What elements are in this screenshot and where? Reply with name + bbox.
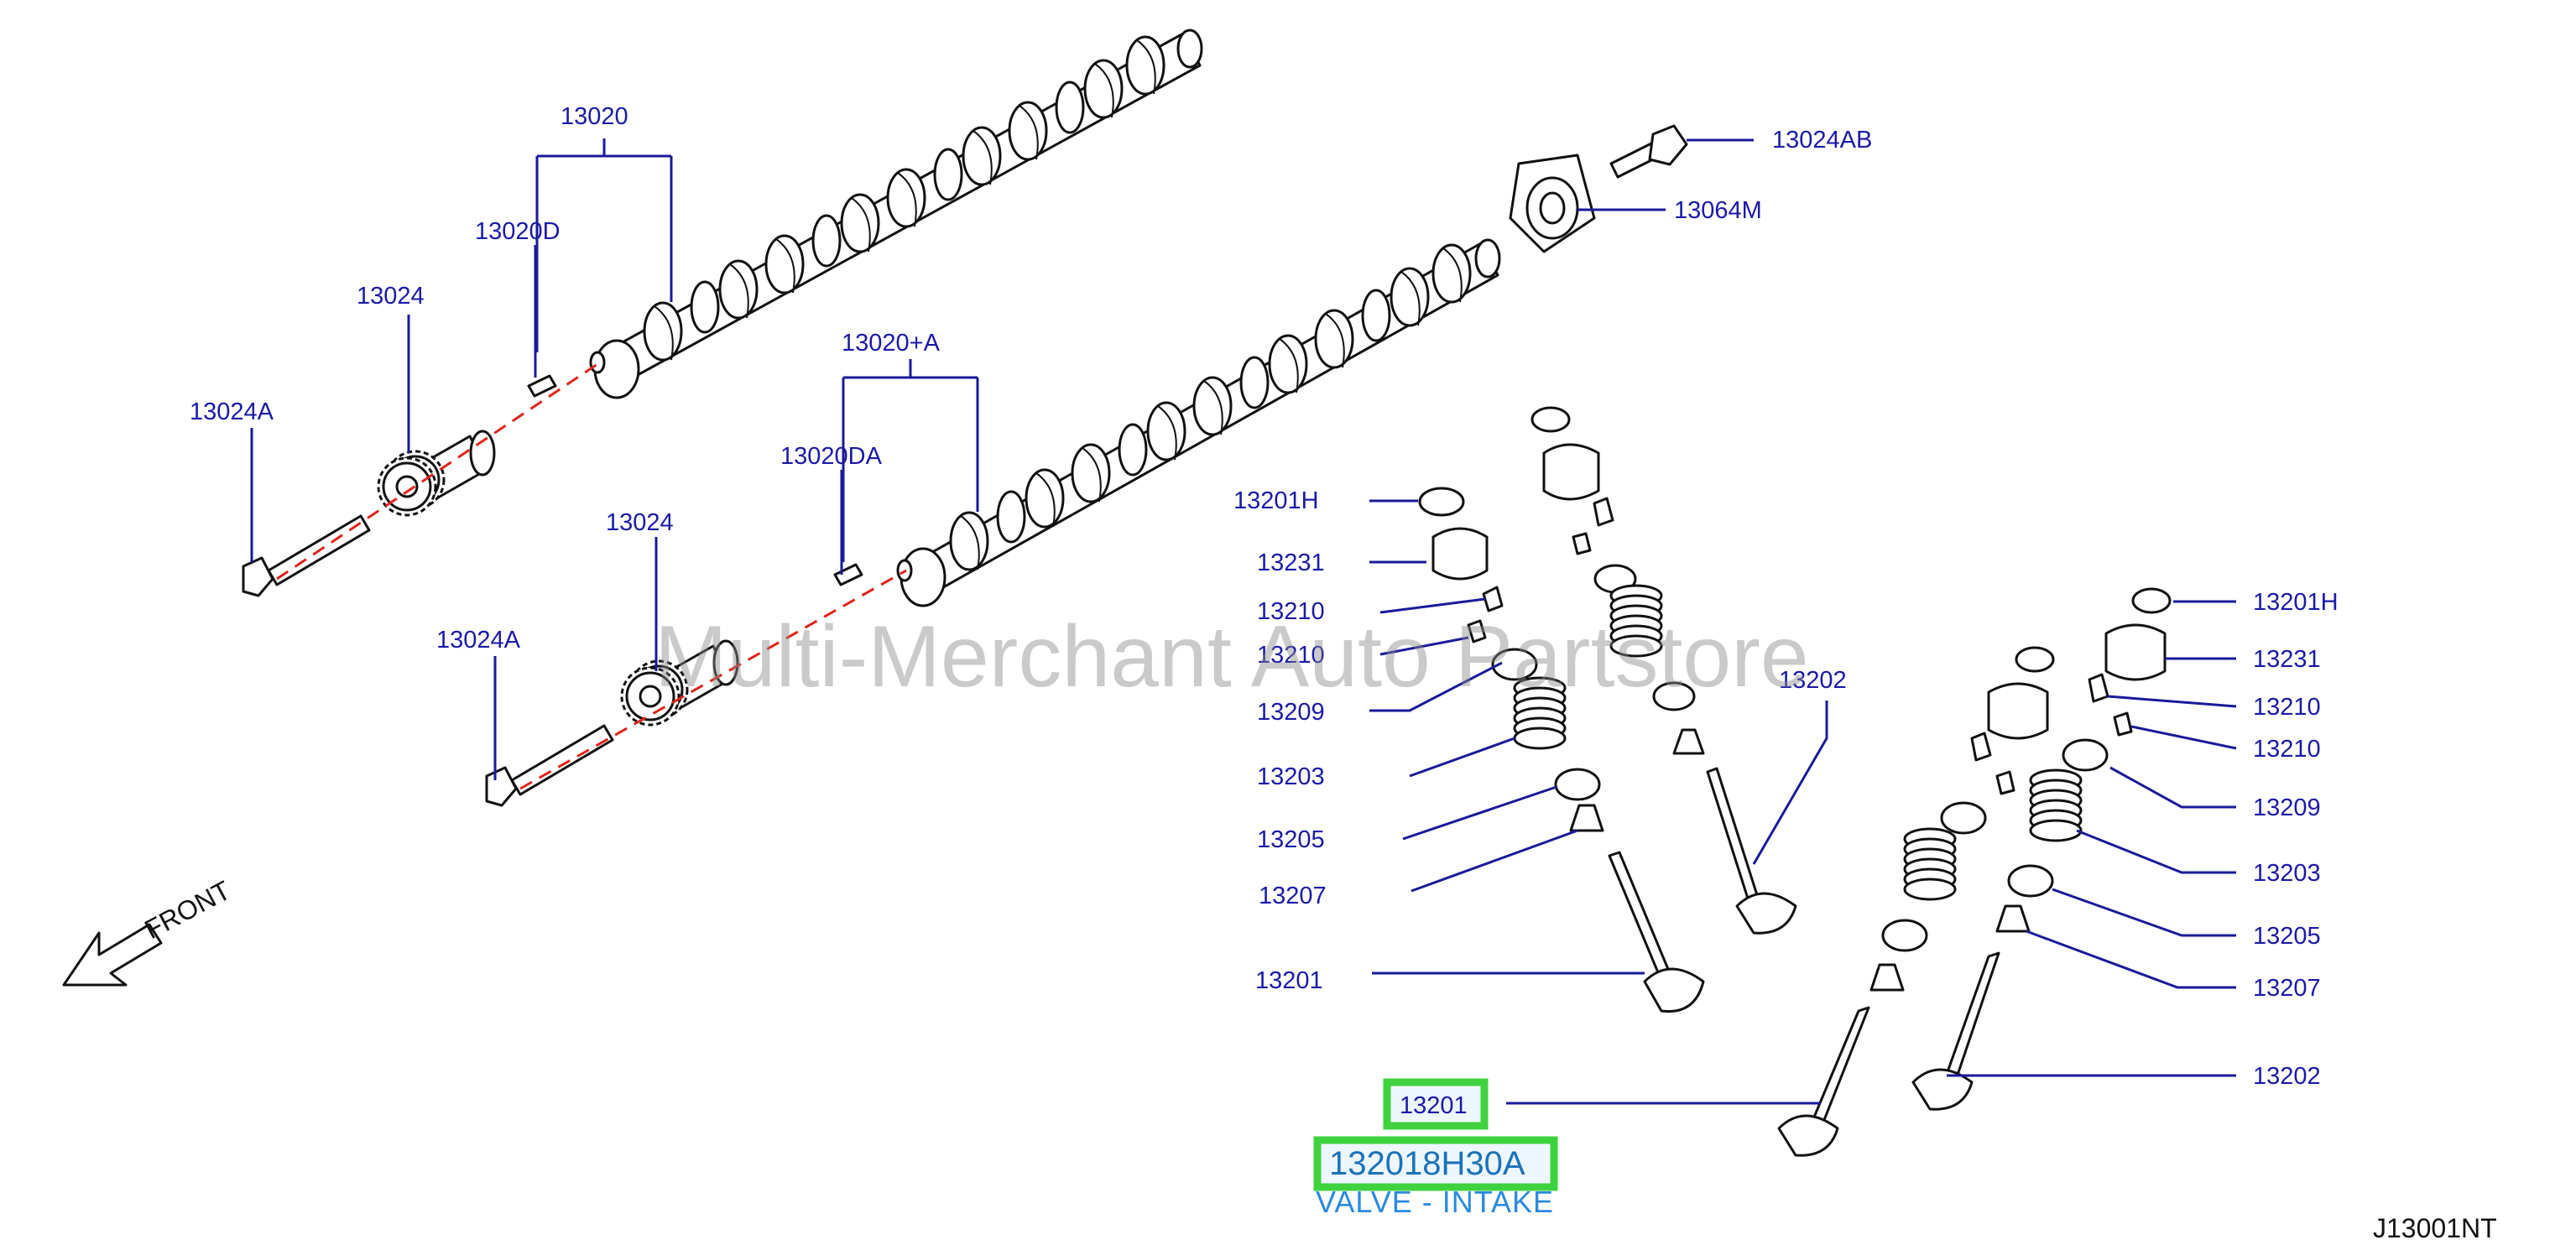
label-13202-mid[interactable]: 13202 (1779, 667, 1847, 694)
label-13201-left[interactable]: 13201 (1255, 967, 1323, 994)
camshaft-bolt-top (242, 514, 371, 597)
diagram-code: J13001NT (2373, 1213, 2497, 1243)
label-13203-right[interactable]: 13203 (2253, 860, 2321, 887)
label-13020da[interactable]: 13020DA (780, 443, 883, 470)
label-13231-right[interactable]: 13231 (2253, 646, 2321, 673)
label-13207-left[interactable]: 13207 (1259, 883, 1327, 909)
part-labels: 13020 13020D 13024 13024A 13020+A 13020D… (190, 103, 2339, 1090)
dowel-pin-13020d (527, 374, 557, 398)
label-13024a-top[interactable]: 13024A (190, 399, 274, 425)
label-13209-left[interactable]: 13209 (1257, 699, 1325, 726)
dowel-pin-13020da (833, 563, 863, 586)
front-label: FRONT (139, 875, 235, 945)
selected-part-description: VALVE - INTAKE (1316, 1185, 1554, 1219)
watermark: Multi-Merchant Auto Partstore (654, 608, 1809, 706)
label-13020a[interactable]: 13020+A (842, 330, 941, 357)
label-13024-top[interactable]: 13024 (357, 283, 425, 310)
valve-stack-right (1911, 587, 2172, 1111)
valve-stack-mid (1530, 406, 1797, 935)
leader-lines (250, 138, 2237, 1105)
label-13201-highlight[interactable]: 13201 (1400, 1092, 1468, 1119)
label-13207-right[interactable]: 13207 (2253, 975, 2321, 1002)
label-13202-right[interactable]: 13202 (2253, 1063, 2321, 1090)
label-13024ab[interactable]: 13024AB (1772, 127, 1872, 154)
label-13064m[interactable]: 13064M (1674, 197, 1762, 224)
centerline-mid (519, 569, 907, 790)
label-13020d[interactable]: 13020D (475, 218, 561, 245)
front-arrow-icon (62, 923, 163, 987)
camshaft-sprocket-bolt-vtc (1609, 124, 1688, 179)
label-13210-left-b[interactable]: 13210 (1257, 642, 1325, 669)
highlight-box-13201[interactable] (1383, 1078, 1489, 1130)
camshaft-sprocket-top (377, 430, 496, 517)
label-13205-right[interactable]: 13205 (2253, 923, 2321, 950)
label-13024a-mid[interactable]: 13024A (436, 627, 521, 654)
vtc-sprocket (1509, 154, 1596, 253)
label-13210-left-a[interactable]: 13210 (1257, 598, 1325, 625)
label-13020[interactable]: 13020 (561, 103, 628, 130)
camshaft-sprocket-mid (620, 639, 739, 727)
valve-stack-center (1777, 646, 2055, 1157)
label-13210-right-a[interactable]: 13210 (2253, 694, 2321, 721)
highlight-box-part-number[interactable] (1313, 1136, 1558, 1191)
label-13209-right[interactable]: 13209 (2253, 794, 2321, 821)
label-13201h-left[interactable]: 13201H (1233, 487, 1319, 514)
label-13205-left[interactable]: 13205 (1257, 826, 1325, 853)
front-indicator: FRONT (62, 875, 236, 987)
valve-stack-left (1418, 487, 1705, 1013)
label-13210-right-b[interactable]: 13210 (2253, 736, 2321, 763)
highlighted-part-callout[interactable]: 13201 132018H30A VALVE - INTAKE (1313, 1078, 1558, 1219)
label-13201h-right[interactable]: 13201H (2253, 589, 2339, 616)
label-13203-left[interactable]: 13203 (1257, 763, 1325, 790)
label-13231-left[interactable]: 13231 (1257, 550, 1325, 576)
selected-part-number[interactable]: 132018H30A (1329, 1145, 1525, 1182)
label-13024-mid[interactable]: 13024 (606, 509, 674, 536)
camshaft-bolt-mid (485, 724, 614, 807)
